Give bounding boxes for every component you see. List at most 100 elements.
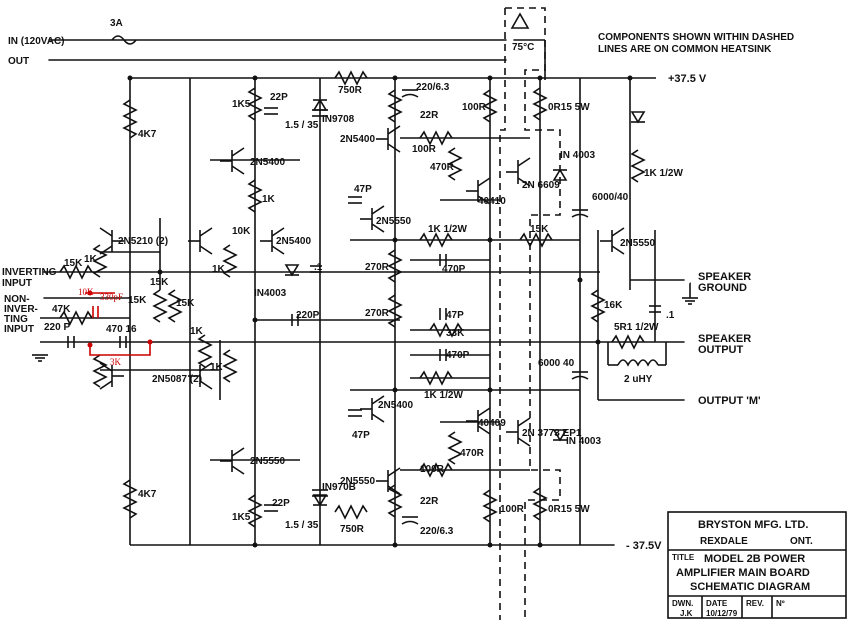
note-line-2: LINES ARE ON COMMON HEATSINK	[598, 44, 772, 55]
heatsink-boundary	[499, 7, 561, 620]
speaker-ground-label-2: GROUND	[698, 282, 747, 294]
label-r-100r-top-a: 100R	[462, 102, 487, 113]
label-q-2n5210: 2N5210 (2)	[118, 236, 168, 247]
label-r-10k-pot: 10K	[232, 226, 251, 237]
label-q-2n5400-mid: 2N5400	[276, 236, 311, 247]
title-block: BRYSTON MFG. LTD. REXDALE ONT. TITLE MOD…	[667, 511, 847, 619]
label-r-100r-top-b: 100R	[412, 144, 437, 155]
label-r-750r-top: 750R	[338, 85, 363, 96]
label-l-2uhy: 2 uHY	[624, 374, 653, 385]
label-r-0r15-bot: 0R15 5W	[548, 504, 590, 515]
label-c-22p-bot: 22P	[272, 498, 290, 509]
label-c-47p-top: 47P	[354, 184, 372, 195]
noninv-label-1: NON-	[4, 294, 30, 305]
label-q-2n5550-out: 2N5550	[620, 238, 655, 249]
tb-no-label: Nº	[776, 599, 785, 608]
label-r-16k: 16K	[604, 300, 623, 311]
pos-rail-label: +37.5 V	[668, 73, 707, 85]
tb-dwn-value: J.K	[680, 609, 693, 618]
component-labels: 4K7 1K5 22P 1.5 / 35 750R IN9708 220/6.3…	[44, 82, 683, 537]
label-c-470p-top: 470P	[442, 264, 466, 275]
label-q-2n6609: 2N 6609	[522, 180, 560, 191]
label-q-2n5550-top: 2N5550	[376, 216, 411, 227]
label-q-40410: 40410	[478, 196, 506, 207]
label-r-33k: 33K	[446, 328, 465, 339]
label-c-point1-mid: .1	[314, 262, 323, 273]
label-c-470-16: 470 16	[106, 324, 137, 335]
label-r-100r-bot-a: 100R	[420, 464, 445, 475]
noninv-label-4: INPUT	[4, 324, 34, 335]
transistors	[99, 125, 625, 495]
fuse-label: 3A	[110, 18, 123, 29]
label-r-15k-in: 15K	[64, 258, 83, 269]
tb-title-label: TITLE	[672, 553, 695, 562]
inductor	[607, 342, 667, 367]
red-resistor-label: 10K	[78, 287, 94, 297]
label-d-in970b: IN970B	[322, 482, 356, 493]
tb-title-1: MODEL 2B POWER	[704, 553, 805, 565]
label-d-in4003-mid: IN4003	[254, 288, 287, 299]
label-r-15k-top: 15K	[530, 224, 549, 235]
tb-title-2: AMPLIFIER MAIN BOARD	[676, 567, 810, 579]
noninv-label-3: TING	[4, 314, 28, 325]
label-q-2n5550-bot: 2N5550	[340, 476, 375, 487]
label-d-in4003-bot: IN 4003	[566, 436, 601, 447]
ac-input-label: IN (120VAC)	[8, 36, 65, 47]
label-q-40409: 40409	[478, 418, 506, 429]
text-labels: IN (120VAC) OUT 3A 75°C COMPONENTS SHOWN…	[2, 18, 794, 552]
label-r-270r-b: 270R	[365, 308, 390, 319]
label-r-1k-e: 1K	[210, 362, 224, 373]
label-c-point1-out: .1	[666, 310, 675, 321]
label-q-2n5087: 2N5087 (2)	[152, 374, 202, 385]
noninv-label-2: INVER-	[4, 304, 38, 315]
label-c-22p-top: 22P	[270, 92, 288, 103]
grounds	[32, 280, 698, 362]
thermal-label: 75°C	[512, 42, 534, 53]
inv-input-label-1: INVERTING	[2, 267, 57, 278]
label-c-220-63-top: 220/6.3	[416, 82, 450, 93]
label-r-4k7-bot: 4K7	[138, 489, 157, 500]
label-c-1-5-35-bot: 1.5 / 35	[285, 520, 319, 531]
diodes	[284, 12, 646, 507]
label-c-6000-40-top: 6000/40	[592, 192, 629, 203]
label-r-1k5-top: 1K5	[232, 99, 251, 110]
label-r-47k: 47K	[52, 304, 71, 315]
label-c-47p-bot: 47P	[352, 430, 370, 441]
label-r-22r-bot: 22R	[420, 496, 439, 507]
label-c-220p-in: 220 P	[44, 322, 70, 333]
label-c-1-5-35-top: 1.5 / 35	[285, 120, 319, 131]
tb-rev-label: REV.	[746, 599, 764, 608]
tb-city: REXDALE	[700, 536, 748, 547]
speaker-output-label-1: SPEAKER	[698, 333, 751, 345]
ac-output-label: OUT	[8, 56, 29, 67]
label-r-1k-d: 1K	[212, 264, 226, 275]
speaker-ground-label-1: SPEAKER	[698, 271, 751, 283]
label-d-in9708: IN9708	[322, 114, 355, 125]
label-r-1k5-bot: 1K5	[232, 512, 251, 523]
label-r-100r-bot-b: 100R	[500, 504, 525, 515]
tb-company: BRYSTON MFG. LTD.	[698, 519, 808, 531]
red-capacitor-label: 330pF	[100, 292, 123, 302]
label-d-in4003-top: IN 4003	[560, 150, 595, 161]
tb-title-3: SCHEMATIC DIAGRAM	[690, 581, 810, 593]
label-c-220-63-bot: 220/6.3	[420, 526, 454, 537]
label-r-1k-half-top: 1K 1/2W	[428, 224, 467, 235]
label-q-2n5400-top: 2N5400	[340, 134, 375, 145]
note-line-1: COMPONENTS SHOWN WITHIN DASHED	[598, 32, 794, 43]
label-c-6000-40-bot: 6000 40	[538, 358, 575, 369]
label-r-22r-top: 22R	[420, 110, 439, 121]
label-c-470p-mid: 470P	[446, 350, 470, 361]
label-q-2n5400-bot: 2N5400	[378, 400, 413, 411]
tb-prov: ONT.	[790, 536, 813, 547]
label-led-1k-half: 1K 1/2W	[644, 168, 683, 179]
label-r-5r1: 5R1 1/2W	[614, 322, 659, 333]
neg-rail-label: - 37.5V	[626, 540, 662, 552]
label-r-0r15-top: 0R15 5W	[548, 102, 590, 113]
red-note-label: 3K	[110, 357, 122, 367]
label-r-1k-half-mid: 1K 1/2W	[424, 390, 463, 401]
label-r-470r-bot: 470R	[460, 448, 485, 459]
label-r-15k-b: 15K	[128, 295, 147, 306]
label-r-1k-a: 1K	[262, 194, 276, 205]
label-c-220p-mid: 220P	[296, 310, 320, 321]
